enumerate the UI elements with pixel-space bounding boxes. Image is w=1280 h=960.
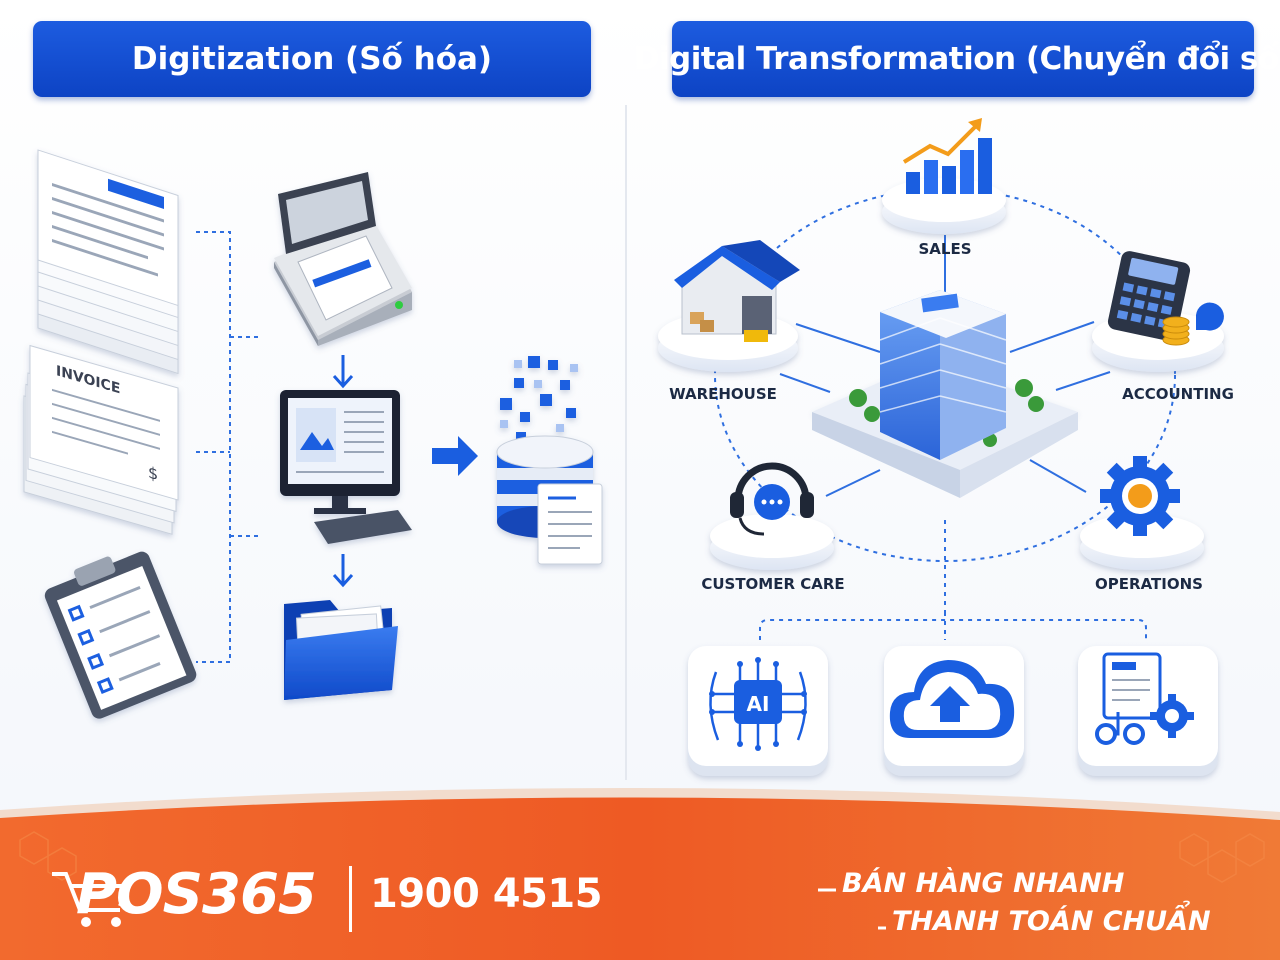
office-building-icon bbox=[812, 290, 1078, 498]
clipboard-checklist-icon bbox=[44, 551, 197, 719]
node-label-operations: OPERATIONS bbox=[1095, 575, 1203, 593]
digital-transformation-title: Digital Transformation (Chuyển đổi số) bbox=[633, 41, 1280, 77]
invoice-dollar-symbol: $ bbox=[148, 463, 158, 485]
accounting-calculator-icon bbox=[1107, 251, 1224, 346]
computer-monitor-icon bbox=[280, 390, 412, 544]
ai-chip-icon: AI bbox=[709, 657, 807, 751]
footer-background bbox=[0, 787, 1280, 960]
sales-chart-icon bbox=[902, 118, 992, 194]
slogan-line-2: THANH TOÁN CHUẨN bbox=[892, 906, 1211, 937]
digitization-title-banner: Digitization (Số hóa) bbox=[33, 21, 591, 97]
node-label-accounting: ACCOUNTING bbox=[1122, 385, 1234, 403]
invoice-stack-icon: INVOICE $ bbox=[23, 344, 179, 535]
slogan-speed-lines bbox=[818, 888, 886, 930]
brand-logo: POS365 bbox=[48, 862, 317, 928]
slogan-line-1: BÁN HÀNG NHANH bbox=[842, 868, 1125, 899]
ai-chip-label: AI bbox=[747, 692, 770, 716]
gear-icon bbox=[1100, 456, 1180, 536]
scanner-icon bbox=[274, 172, 412, 346]
node-label-sales: SALES bbox=[918, 240, 972, 258]
footer-divider bbox=[349, 866, 352, 932]
cloud-upload-icon bbox=[889, 660, 1015, 738]
cart-wheels bbox=[81, 917, 121, 927]
brand-name: POS365 bbox=[76, 862, 317, 927]
folder-icon bbox=[284, 600, 398, 700]
hotline-number: 1900 4515 bbox=[370, 871, 603, 917]
digital-transformation-title-banner: Digital Transformation (Chuyển đổi số) bbox=[634, 21, 1280, 97]
workflow-automation-icon bbox=[1095, 652, 1194, 745]
node-label-warehouse: WAREHOUSE bbox=[669, 385, 777, 403]
warehouse-icon bbox=[674, 240, 800, 342]
document-stack-icon bbox=[37, 149, 179, 375]
node-label-customer-care: CUSTOMER CARE bbox=[701, 575, 845, 593]
digitization-connector bbox=[196, 231, 262, 663]
database-icon bbox=[496, 356, 603, 565]
digitization-title: Digitization (Số hóa) bbox=[131, 41, 493, 77]
arrow-right-icon bbox=[432, 436, 478, 476]
arrow-down-icon bbox=[332, 355, 354, 588]
cart-icon bbox=[52, 872, 131, 912]
node-platforms bbox=[658, 178, 1224, 570]
headset-icon bbox=[730, 462, 814, 536]
